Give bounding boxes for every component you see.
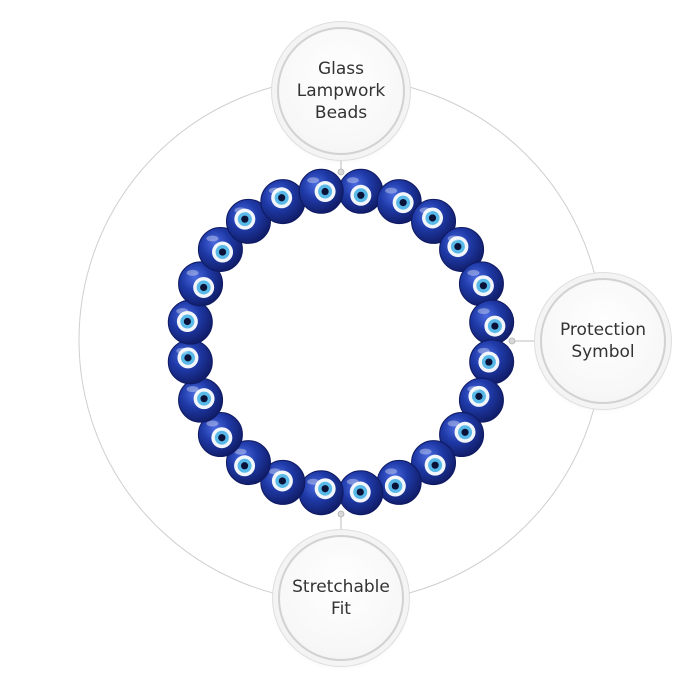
connector-dot-right [508,337,516,345]
connector-dots [337,168,516,518]
callout-glass-lampwork-beads: Glass Lampwork Beads [277,27,405,155]
callout-stretchable-fit: Stretchable Fit [278,535,404,661]
evil-eye-bead [298,470,344,516]
callout-line: Fit [331,599,351,619]
callout-line: Stretchable [292,577,390,597]
evil-eye-bead [260,179,306,225]
callout-line: Lampwork [296,81,386,101]
evil-eye-bead [469,299,515,345]
evil-eye-bead [197,226,243,272]
evil-eye-bead [197,412,243,458]
evil-eye-bead [458,261,504,307]
callout-line: Protection [559,320,646,340]
callout-line: Beads [314,103,368,123]
evil-eye-bead [178,261,224,307]
connector-dot-bottom [337,510,345,518]
evil-eye-bead [458,377,504,423]
evil-eye-bead [298,168,344,214]
evil-eye-bead [225,440,271,486]
connector-dot-top [337,168,345,176]
evil-eye-bead [469,339,515,385]
evil-eye-bead [167,339,213,385]
evil-eye-bead [439,226,485,272]
evil-eye-bead [411,440,457,486]
callout-line: Glass [317,59,365,79]
evil-eye-bead [439,412,485,458]
evil-eye-bracelet [167,168,515,516]
evil-eye-bead [225,198,271,244]
evil-eye-bead [338,168,384,214]
evil-eye-bead [167,299,213,345]
evil-eye-bead [338,470,384,516]
evil-eye-bead [178,377,224,423]
callout-line: Symbol [571,342,635,362]
evil-eye-bead [376,459,422,505]
evil-eye-bead [260,459,306,505]
evil-eye-bead [411,198,457,244]
callout-protection-symbol: Protection Symbol [540,278,666,404]
evil-eye-bead [376,179,422,225]
